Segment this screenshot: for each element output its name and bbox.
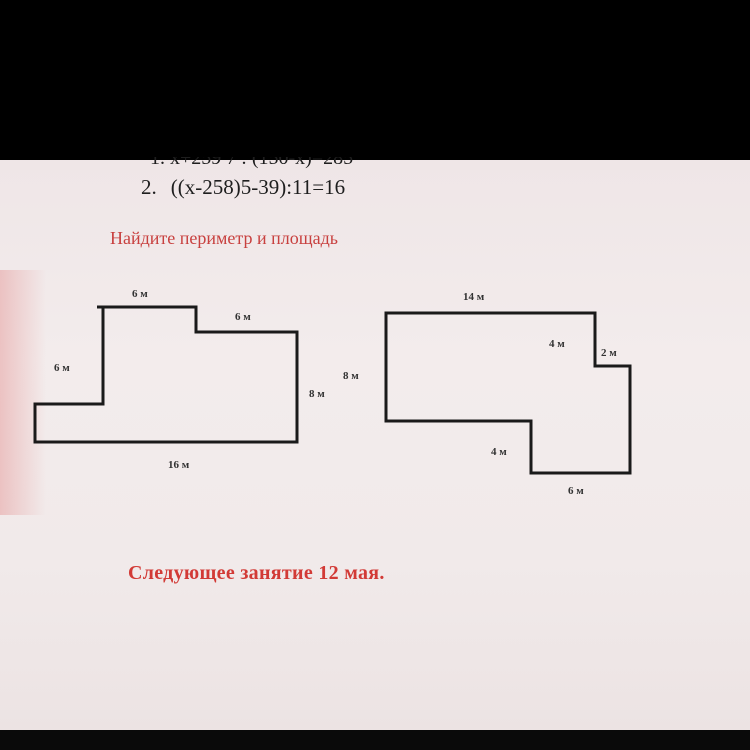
right-label-left: 8 м	[343, 370, 359, 382]
cut-off-equation: 1. x+259 7 : (150-x)=285	[150, 157, 354, 169]
right-label-inner-bottom: 4 м	[491, 446, 507, 458]
next-lesson-note: Следующее занятие 12 мая.	[128, 562, 385, 584]
monitor-screen	[0, 160, 750, 730]
task-title: Найдите периметр и площадь	[110, 228, 338, 248]
equation-number: 2.	[141, 175, 157, 199]
left-figure-shape	[33, 305, 299, 444]
left-label-step: 6 м	[235, 311, 251, 323]
left-label-right: 8 м	[309, 388, 325, 400]
equation-text: ((x-258)5-39):11=16	[170, 175, 346, 199]
left-label-top: 6 м	[132, 288, 148, 300]
right-label-bottom: 6 м	[568, 485, 584, 497]
right-label-top: 14 м	[463, 291, 485, 303]
equation-line: 2. ((x-258)5-39):11=16	[141, 175, 345, 200]
right-label-inner-top: 4 м	[549, 338, 565, 350]
left-label-bottom: 16 м	[168, 459, 190, 471]
bottom-frame-edge	[0, 730, 750, 750]
left-label-left: 6 м	[54, 362, 70, 374]
screen-glare	[0, 270, 46, 515]
right-figure-shape	[384, 311, 632, 475]
right-label-step-right: 2 м	[601, 347, 617, 359]
